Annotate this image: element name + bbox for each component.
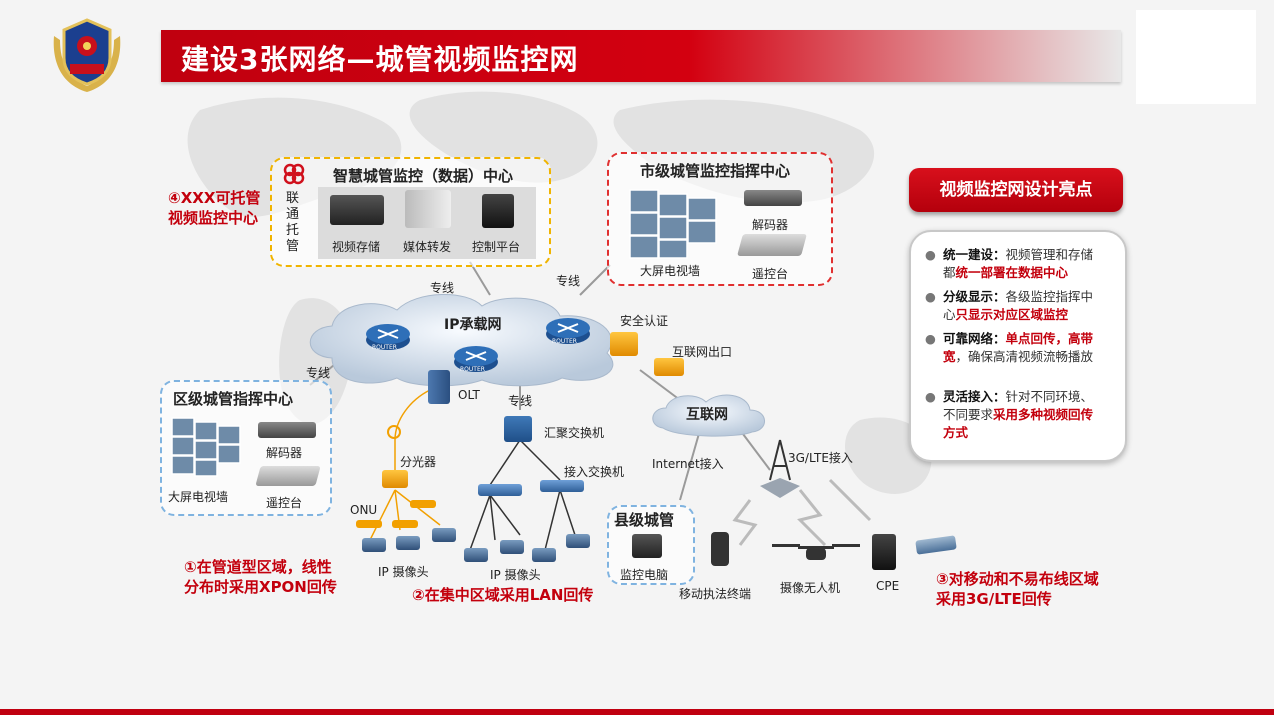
note-4-line1: ④XXX可托管 bbox=[168, 189, 261, 207]
access-switch-label: 接入交换机 bbox=[564, 465, 625, 479]
lte-label: 3G/LTE接入 bbox=[788, 451, 853, 465]
router-label: ROUTER bbox=[552, 338, 577, 345]
console-icon bbox=[255, 466, 321, 486]
aggregation-switch-icon bbox=[504, 416, 532, 442]
note-1-line2: 分布时采用XPON回传 bbox=[184, 578, 337, 596]
olt-label: OLT bbox=[458, 388, 480, 402]
county-pc-label: 监控电脑 bbox=[620, 568, 669, 582]
access-switch-icon bbox=[540, 480, 584, 492]
ip-camera-icon bbox=[566, 534, 590, 548]
onu-icon bbox=[392, 520, 418, 528]
china-unicom-icon bbox=[283, 163, 305, 185]
drone-label: 摄像无人机 bbox=[780, 581, 841, 595]
blank-placeholder bbox=[1136, 10, 1256, 104]
media-server-icon bbox=[405, 190, 451, 228]
line-label-3: 专线 bbox=[306, 366, 331, 380]
line-label-4: 专线 bbox=[508, 394, 533, 408]
ip-camera-icon bbox=[464, 548, 488, 562]
ip-network-label: IP承载网 bbox=[444, 317, 502, 333]
provider-label: 联通托管 bbox=[286, 191, 300, 254]
highlights-title: 视频监控网设计亮点 bbox=[909, 168, 1123, 212]
splitter-label: 分光器 bbox=[400, 455, 437, 469]
mobile-label: 移动执法终端 bbox=[679, 587, 752, 601]
smart-center-title: 智慧城管监控（数据）中心 bbox=[333, 167, 514, 185]
cpe-label: CPE bbox=[876, 579, 900, 593]
router-icon bbox=[366, 324, 410, 350]
ip-camera-icon bbox=[500, 540, 524, 554]
onu-icon bbox=[356, 520, 382, 528]
olt-icon bbox=[428, 370, 450, 404]
district-center-title: 区级城管指挥中心 bbox=[173, 390, 294, 408]
firewall-icon bbox=[610, 332, 638, 356]
video-wall-icon bbox=[171, 417, 241, 477]
video-wall-icon bbox=[629, 189, 717, 259]
onu-icon bbox=[410, 500, 436, 508]
router-icon bbox=[454, 346, 498, 372]
highlights-panel: ●统一建设：视频管理和存储都统一部署在数据中心 ●分级显示：各级监控指挥中心只显… bbox=[909, 230, 1127, 462]
page-title: 建设3张网络—城管视频监控网 bbox=[181, 43, 579, 76]
city-console-label: 遥控台 bbox=[752, 267, 789, 281]
highlight-item: ●灵活接入：针对不同环境、不同要求采用多种视频回传方式 bbox=[925, 389, 1094, 440]
county-title: 县级城管 bbox=[614, 511, 675, 529]
highlight-item: ●可靠网络：单点回传，高带宽，确保高清视频流畅播放 bbox=[925, 331, 1094, 364]
camera-label-1: IP 摄像头 bbox=[378, 565, 429, 579]
district-decoder-label: 解码器 bbox=[266, 446, 303, 460]
city-decoder-label: 解码器 bbox=[752, 218, 789, 232]
note-4-line2: 视频监控中心 bbox=[168, 209, 259, 227]
storage-label: 视频存储 bbox=[332, 240, 381, 254]
internet-exit-label: 互联网出口 bbox=[672, 345, 733, 359]
city-center-title: 市级城管监控指挥中心 bbox=[640, 162, 791, 180]
city-wall-label: 大屏电视墙 bbox=[640, 264, 701, 278]
internet-cloud bbox=[652, 394, 765, 437]
note-3-line1: ③对移动和不易布线区域 bbox=[936, 570, 1099, 588]
storage-server-icon bbox=[330, 195, 384, 225]
internet-label: 互联网 bbox=[686, 407, 728, 423]
ip-camera-icon bbox=[432, 528, 456, 542]
title-bar: 建设3张网络—城管视频监控网 bbox=[161, 30, 1121, 82]
splitter-icon bbox=[382, 470, 408, 488]
mobile-terminal-icon bbox=[711, 532, 729, 566]
internet-access-label: Internet接入 bbox=[652, 457, 724, 471]
router-label: ROUTER bbox=[372, 344, 397, 351]
decoder-icon bbox=[744, 190, 802, 206]
console-icon bbox=[737, 234, 807, 256]
decoder-icon bbox=[258, 422, 316, 438]
router-icon bbox=[546, 318, 590, 344]
control-platform-icon bbox=[482, 194, 514, 228]
note-1-line1: ①在管道型区域，线性 bbox=[184, 558, 332, 576]
line-label-2: 专线 bbox=[556, 274, 581, 288]
ip-camera-icon bbox=[362, 538, 386, 552]
access-switch-icon bbox=[478, 484, 522, 496]
bottom-accent-line bbox=[0, 709, 1274, 715]
monitor-pc-icon bbox=[632, 534, 662, 558]
ip-camera-icon bbox=[396, 536, 420, 550]
ip-camera-icon bbox=[532, 548, 556, 562]
note-2: ②在集中区域采用LAN回传 bbox=[412, 586, 594, 604]
control-label: 控制平台 bbox=[472, 240, 521, 254]
highlight-item: ●分级显示：各级监控指挥中心只显示对应区域监控 bbox=[925, 289, 1094, 322]
security-label: 安全认证 bbox=[620, 314, 669, 328]
chengguan-emblem-icon bbox=[53, 18, 121, 92]
district-wall-label: 大屏电视墙 bbox=[168, 490, 229, 504]
agg-switch-label: 汇聚交换机 bbox=[544, 426, 605, 440]
router-label: ROUTER bbox=[460, 366, 485, 373]
onu-label: ONU bbox=[350, 503, 378, 517]
cpe-icon bbox=[872, 534, 896, 570]
district-console-label: 遥控台 bbox=[266, 496, 303, 510]
media-label: 媒体转发 bbox=[403, 240, 452, 254]
fiber-icon bbox=[387, 425, 401, 439]
line-label-1: 专线 bbox=[430, 281, 455, 295]
camera-label-2: IP 摄像头 bbox=[490, 568, 541, 582]
lte-tower-icon bbox=[760, 439, 800, 498]
gateway-icon bbox=[654, 358, 684, 376]
drone-icon bbox=[772, 544, 860, 560]
highlight-item: ●统一建设：视频管理和存储都统一部署在数据中心 bbox=[925, 247, 1094, 280]
note-3-line2: 采用3G/LTE回传 bbox=[936, 590, 1052, 608]
